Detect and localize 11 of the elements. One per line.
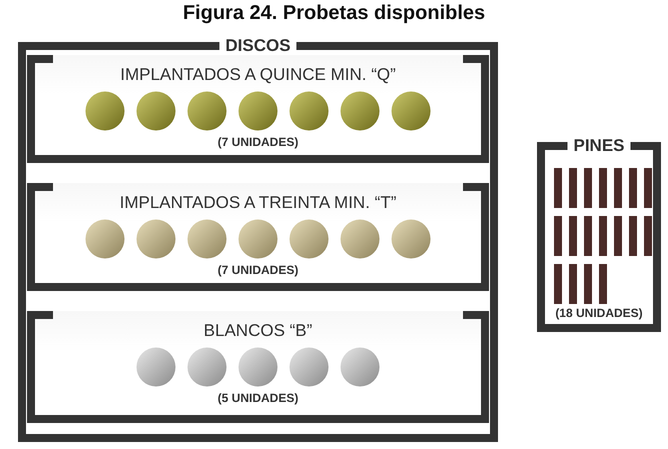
unit-count: (5 UNIDADES) <box>216 391 300 405</box>
tray-box <box>27 311 489 423</box>
tray-title: IMPLANTADOS A TREINTA MIN. “T” <box>118 193 398 213</box>
figure-title: Figura 24. Probetas disponibles <box>182 2 486 25</box>
tray-box <box>27 183 489 291</box>
unit-count: (18 UNIDADES) <box>554 306 644 320</box>
tray-title: IMPLANTADOS A QUINCE MIN. “Q” <box>119 65 397 85</box>
unit-count: (7 UNIDADES) <box>216 135 300 149</box>
tray-title: BLANCOS “B” <box>202 321 314 341</box>
tray-box <box>27 55 489 163</box>
unit-count: (7 UNIDADES) <box>216 263 300 277</box>
